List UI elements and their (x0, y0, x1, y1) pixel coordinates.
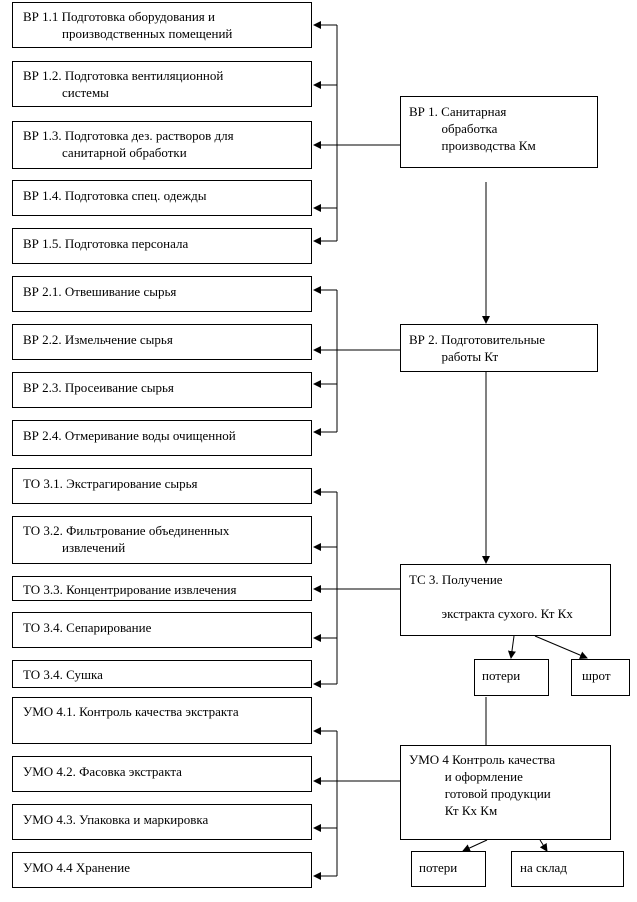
box-text-line: ВР 1.1 Подготовка оборудования и (23, 9, 215, 24)
vr2-4-step-box: ВР 2.4. Отмеривание воды очищенной (12, 420, 312, 456)
losses4-output-box: потери (411, 851, 486, 887)
box-text-line: на склад (520, 860, 567, 875)
vr1-4-step-box: ВР 1.4. Подготовка спец. одежды (12, 180, 312, 216)
box-text-line: готовой продукции (409, 786, 551, 801)
box-text-line: работы Кт (409, 349, 499, 364)
box-text-line: ВР 2.3. Просеивание сырья (23, 380, 174, 395)
vr1-5-step-box: ВР 1.5. Подготовка персонала (12, 228, 312, 264)
box-text-line: ТО 3.4. Сушка (23, 667, 103, 682)
box-text-line: УМО 4.4 Хранение (23, 860, 130, 875)
warehouse-output-box: на склад (511, 851, 624, 887)
box-text-line: ТО 3.1. Экстрагирование сырья (23, 476, 198, 491)
box-text-line: ВР 1. Санитарная (409, 104, 507, 119)
box-text-line: ВР 1.4. Подготовка спец. одежды (23, 188, 207, 203)
box-text-line: ТО 3.4. Сепарирование (23, 620, 152, 635)
vr2-1-step-box: ВР 2.1. Отвешивание сырья (12, 276, 312, 312)
box-text-line: ТО 3.2. Фильтрование объединенных (23, 523, 230, 538)
box-text-line: ВР 2.2. Измельчение сырья (23, 332, 173, 347)
box-text-line: ВР 1.5. Подготовка персонала (23, 236, 189, 251)
box-text-line: потери (482, 668, 521, 683)
box-text-line: УМО 4.2. Фасовка экстракта (23, 764, 182, 779)
box-text-line: ТО 3.3. Концентрирование извлечения (23, 582, 237, 597)
box-text-line: УМО 4.3. Упаковка и маркировка (23, 812, 209, 827)
ts3-stage-box: ТС 3. Получение экстракта сухого. Кт Кх (400, 564, 611, 636)
box-text-line: производственных помещений (23, 26, 233, 41)
to3-1-step-box: ТО 3.1. Экстрагирование сырья (12, 468, 312, 504)
box-text-line: Кт Кх Км (409, 803, 498, 818)
umo4-2-step-box: УМО 4.2. Фасовка экстракта (12, 756, 312, 792)
umo4-stage-box: УМО 4 Контроль качества и оформление гот… (400, 745, 611, 840)
vr1-1-step-box: ВР 1.1 Подготовка оборудования и произво… (12, 2, 312, 48)
box-text-line: ВР 2. Подготовительные (409, 332, 546, 347)
to3-3-step-box: ТО 3.3. Концентрирование извлечения (12, 576, 312, 601)
box-text-line: санитарной обработки (23, 145, 187, 160)
umo4-3-step-box: УМО 4.3. Упаковка и маркировка (12, 804, 312, 840)
vr2-stage-box: ВР 2. Подготовительные работы Кт (400, 324, 598, 372)
box-text-line: экстракта сухого. Кт Кх (409, 606, 573, 621)
meal-output-box: шрот (571, 659, 630, 696)
box-text-line: ВР 1.3. Подготовка дез. растворов для (23, 128, 234, 143)
vr1-2-step-box: ВР 1.2. Подготовка вентиляционной систем… (12, 61, 312, 107)
box-text-line: обработка (409, 121, 498, 136)
box-text-line: ВР 1.2. Подготовка вентиляционной (23, 68, 224, 83)
box-text-line: УМО 4 Контроль качества (409, 752, 556, 767)
to3-4b-step-box: ТО 3.4. Сушка (12, 660, 312, 688)
to3-4a-step-box: ТО 3.4. Сепарирование (12, 612, 312, 648)
vr2-3-step-box: ВР 2.3. Просеивание сырья (12, 372, 312, 408)
box-text-line: производства Км (409, 138, 536, 153)
umo4-4-step-box: УМО 4.4 Хранение (12, 852, 312, 888)
box-text-line: и оформление (409, 769, 523, 784)
box-text-line: потери (419, 860, 458, 875)
box-text-line: ВР 2.4. Отмеривание воды очищенной (23, 428, 236, 443)
to3-2-step-box: ТО 3.2. Фильтрование объединенных извлеч… (12, 516, 312, 564)
box-text-line: ВР 2.1. Отвешивание сырья (23, 284, 177, 299)
box-text-line: ТС 3. Получение (409, 572, 503, 587)
box-text-line: шрот (582, 668, 611, 683)
box-text-line: извлечений (23, 540, 126, 555)
umo4-1-step-box: УМО 4.1. Контроль качества экстракта (12, 697, 312, 744)
box-text-line: УМО 4.1. Контроль качества экстракта (23, 704, 239, 719)
vr1-3-step-box: ВР 1.3. Подготовка дез. растворов для са… (12, 121, 312, 169)
vr2-2-step-box: ВР 2.2. Измельчение сырья (12, 324, 312, 360)
box-text-line: системы (23, 85, 109, 100)
losses3-output-box: потери (474, 659, 549, 696)
vr1-stage-box: ВР 1. Санитарная обработка производства … (400, 96, 598, 168)
